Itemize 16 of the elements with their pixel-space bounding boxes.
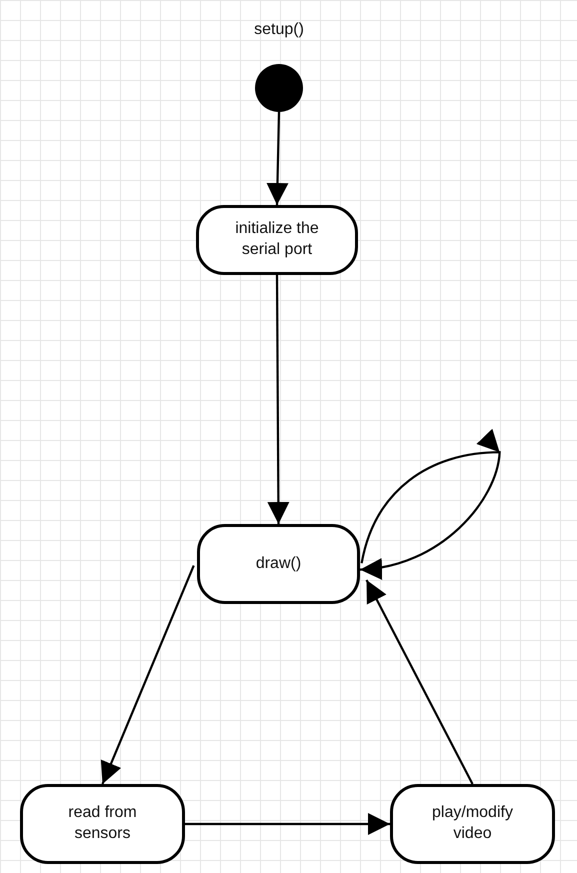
start-circle	[255, 64, 303, 112]
state-label: read from sensors	[67, 803, 138, 844]
state-label: play/modify video	[431, 803, 514, 844]
arrow	[267, 275, 290, 524]
arrow	[360, 429, 501, 580]
state-box	[197, 524, 360, 604]
state-box	[20, 784, 185, 864]
arrow	[185, 813, 390, 835]
arrow	[366, 580, 474, 784]
arrow	[100, 565, 195, 784]
state-label: initialize the serial port	[234, 219, 320, 260]
state-box	[196, 205, 358, 275]
arrow	[266, 112, 288, 206]
state-label: setup()	[253, 20, 305, 40]
state-label: draw()	[254, 554, 302, 574]
state-box	[390, 784, 555, 864]
